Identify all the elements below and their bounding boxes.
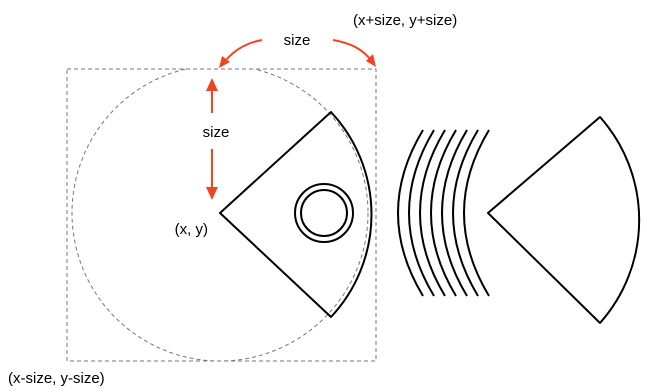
fish-tail [487, 116, 641, 324]
fish-eye [294, 183, 354, 243]
fish-body-ribs [397, 129, 490, 297]
bounding-square [66, 68, 377, 362]
vertical-size-arrow [206, 78, 218, 200]
origin-label: (x, y) [175, 221, 208, 238]
vertical-size-label: size [203, 124, 230, 141]
horizontal-size-arrow [219, 39, 376, 68]
horizontal-size-label: size [284, 32, 311, 49]
fish-head [219, 111, 373, 318]
reference-circle [71, 69, 369, 361]
bottom-left-corner-label: (x-size, y-size) [8, 370, 105, 387]
top-right-corner-label: (x+size, y+size) [353, 12, 457, 29]
